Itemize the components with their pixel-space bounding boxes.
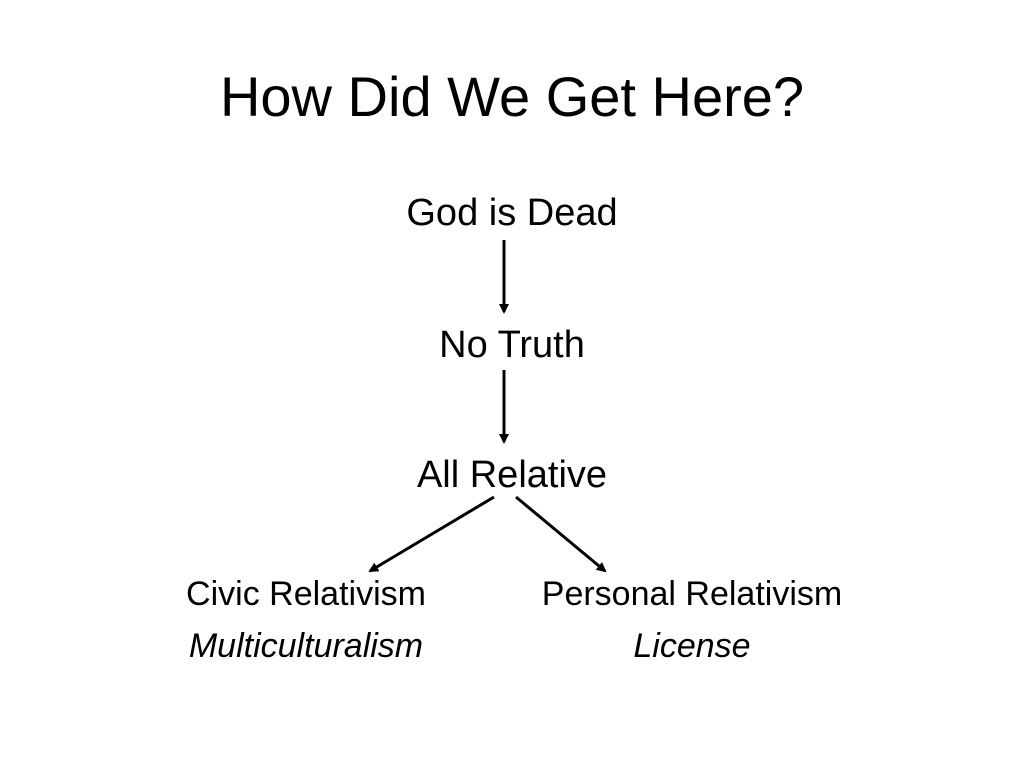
branch-multiculturalism: Multiculturalism <box>188 627 424 665</box>
node-all-relative: All Relative <box>416 454 608 496</box>
branch-personal-relativism: Personal Relativism <box>541 575 843 613</box>
branch-civic-relativism: Civic Relativism <box>186 575 426 613</box>
arrow-relative-to-personal <box>515 495 607 573</box>
node-no-truth: No Truth <box>439 324 585 366</box>
slide-title: How Did We Get Here? <box>219 65 805 128</box>
arrow-relative-to-civic <box>368 495 495 573</box>
node-god-is-dead: God is Dead <box>406 192 618 234</box>
branch-license: License <box>633 627 751 665</box>
